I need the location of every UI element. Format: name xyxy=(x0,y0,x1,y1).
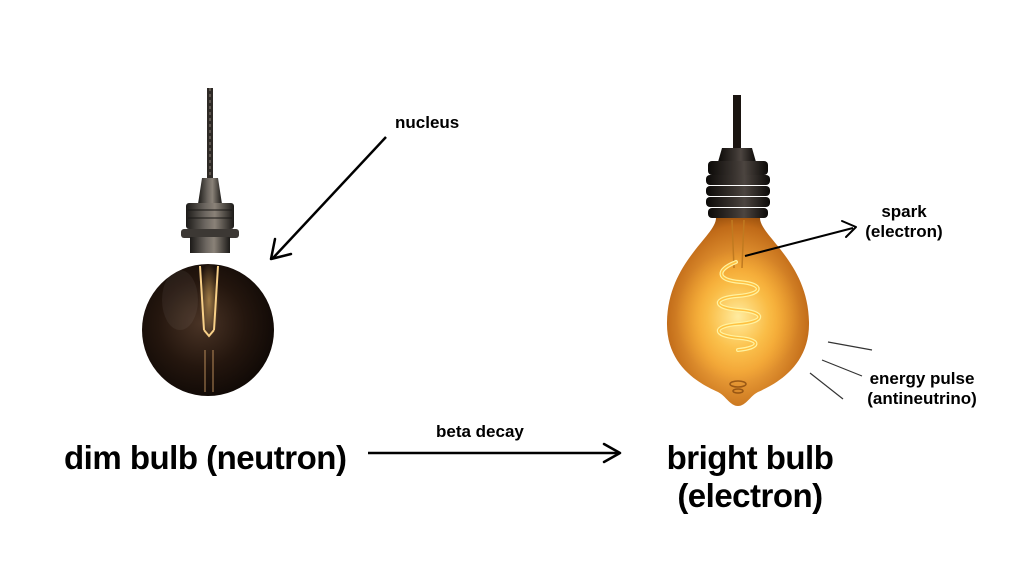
bright-bulb-cord xyxy=(733,95,741,150)
dim-bulb-caption: dim bulb (neutron) xyxy=(64,439,347,476)
bright-bulb-illustration xyxy=(666,95,810,406)
bright-bulb-caption: bright bulb (electron) xyxy=(650,439,850,515)
bright-bulb-caption-line2: (electron) xyxy=(677,477,823,514)
dim-bulb-socket xyxy=(181,178,239,253)
bright-bulb-caption-line1: bright bulb xyxy=(666,439,834,476)
nucleus-arrow xyxy=(269,136,387,261)
beta-decay-label: beta decay xyxy=(436,422,524,441)
energy-pulse-lines xyxy=(809,341,873,400)
dim-bulb-illustration xyxy=(142,88,274,396)
bright-bulb-filament xyxy=(716,260,762,352)
energy-pulse-label-line2: (antineutrino) xyxy=(867,389,977,408)
nucleus-label: nucleus xyxy=(395,113,460,132)
spark-label-line2: (electron) xyxy=(865,222,943,241)
spark-label: spark (electron) xyxy=(855,202,953,242)
beta-decay-arrow xyxy=(368,442,622,464)
dim-bulb-filament xyxy=(199,262,219,392)
spark-arrow xyxy=(744,220,857,257)
energy-pulse-label: energy pulse (antineutrino) xyxy=(862,369,982,409)
energy-pulse-label-line1: energy pulse xyxy=(869,369,975,388)
spark-label-line1: spark xyxy=(881,202,927,221)
bright-bulb-socket xyxy=(706,148,770,218)
